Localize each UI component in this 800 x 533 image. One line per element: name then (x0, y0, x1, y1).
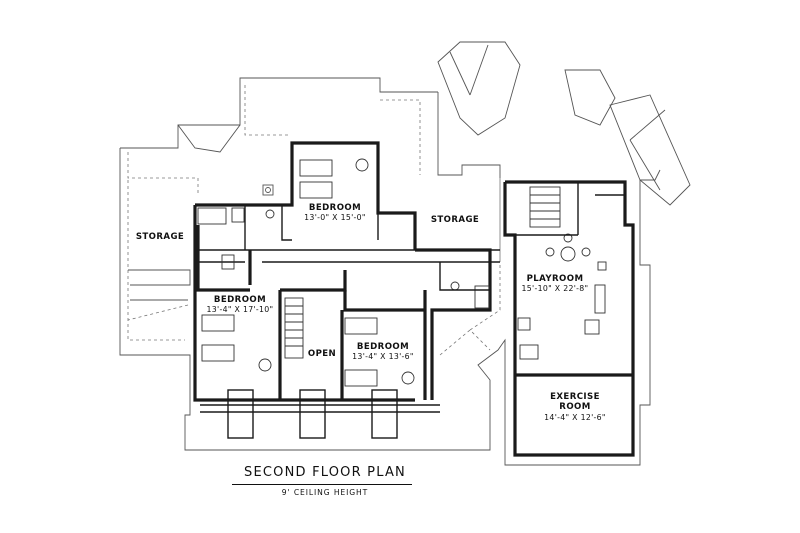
storage-right-label: STORAGE (431, 215, 479, 225)
bedroom-mid-dims: 13'-4" X 13'-6" (352, 352, 414, 361)
stairs (284, 186, 561, 359)
room-label-bedroom-top: BEDROOM 13'-0" X 15'-0" (304, 203, 366, 222)
exercise-label-2: ROOM (559, 402, 590, 412)
roof-outline (119, 41, 691, 466)
plan-title: SECOND FLOOR PLAN (244, 465, 406, 480)
playroom-label: PLAYROOM (527, 274, 584, 284)
storage-left-label: STORAGE (136, 232, 184, 242)
playroom-dims: 15'-10" X 22'-8" (522, 284, 589, 293)
room-label-bedroom-left: BEDROOM 13'-4" X 17'-10" (207, 295, 274, 314)
bedroom-top-dims: 13'-0" X 15'-0" (304, 213, 366, 222)
bedroom-mid-label: BEDROOM (357, 342, 409, 352)
bedroom-left-dims: 13'-4" X 17'-10" (207, 305, 274, 314)
room-label-bedroom-mid: BEDROOM 13'-4" X 13'-6" (352, 342, 414, 361)
porch-columns (200, 389, 440, 439)
interior-partitions (244, 182, 625, 291)
plan-subtitle: 9' CEILING HEIGHT (281, 488, 369, 497)
exercise-label: EXERCISE (550, 392, 600, 402)
room-label-playroom: PLAYROOM 15'-10" X 22'-8" (522, 274, 589, 293)
beds (201, 158, 415, 387)
room-label-exercise: EXERCISE ROOM 14'-4" X 12'-6" (544, 392, 606, 422)
title-underline (232, 484, 412, 485)
bedroom-top-label: BEDROOM (309, 203, 361, 213)
bedroom-left-label: BEDROOM (214, 295, 266, 305)
exercise-dims: 14'-4" X 12'-6" (544, 413, 606, 422)
exterior-walls (193, 141, 635, 457)
playroom-furniture (517, 233, 607, 360)
open-label: OPEN (308, 349, 336, 359)
